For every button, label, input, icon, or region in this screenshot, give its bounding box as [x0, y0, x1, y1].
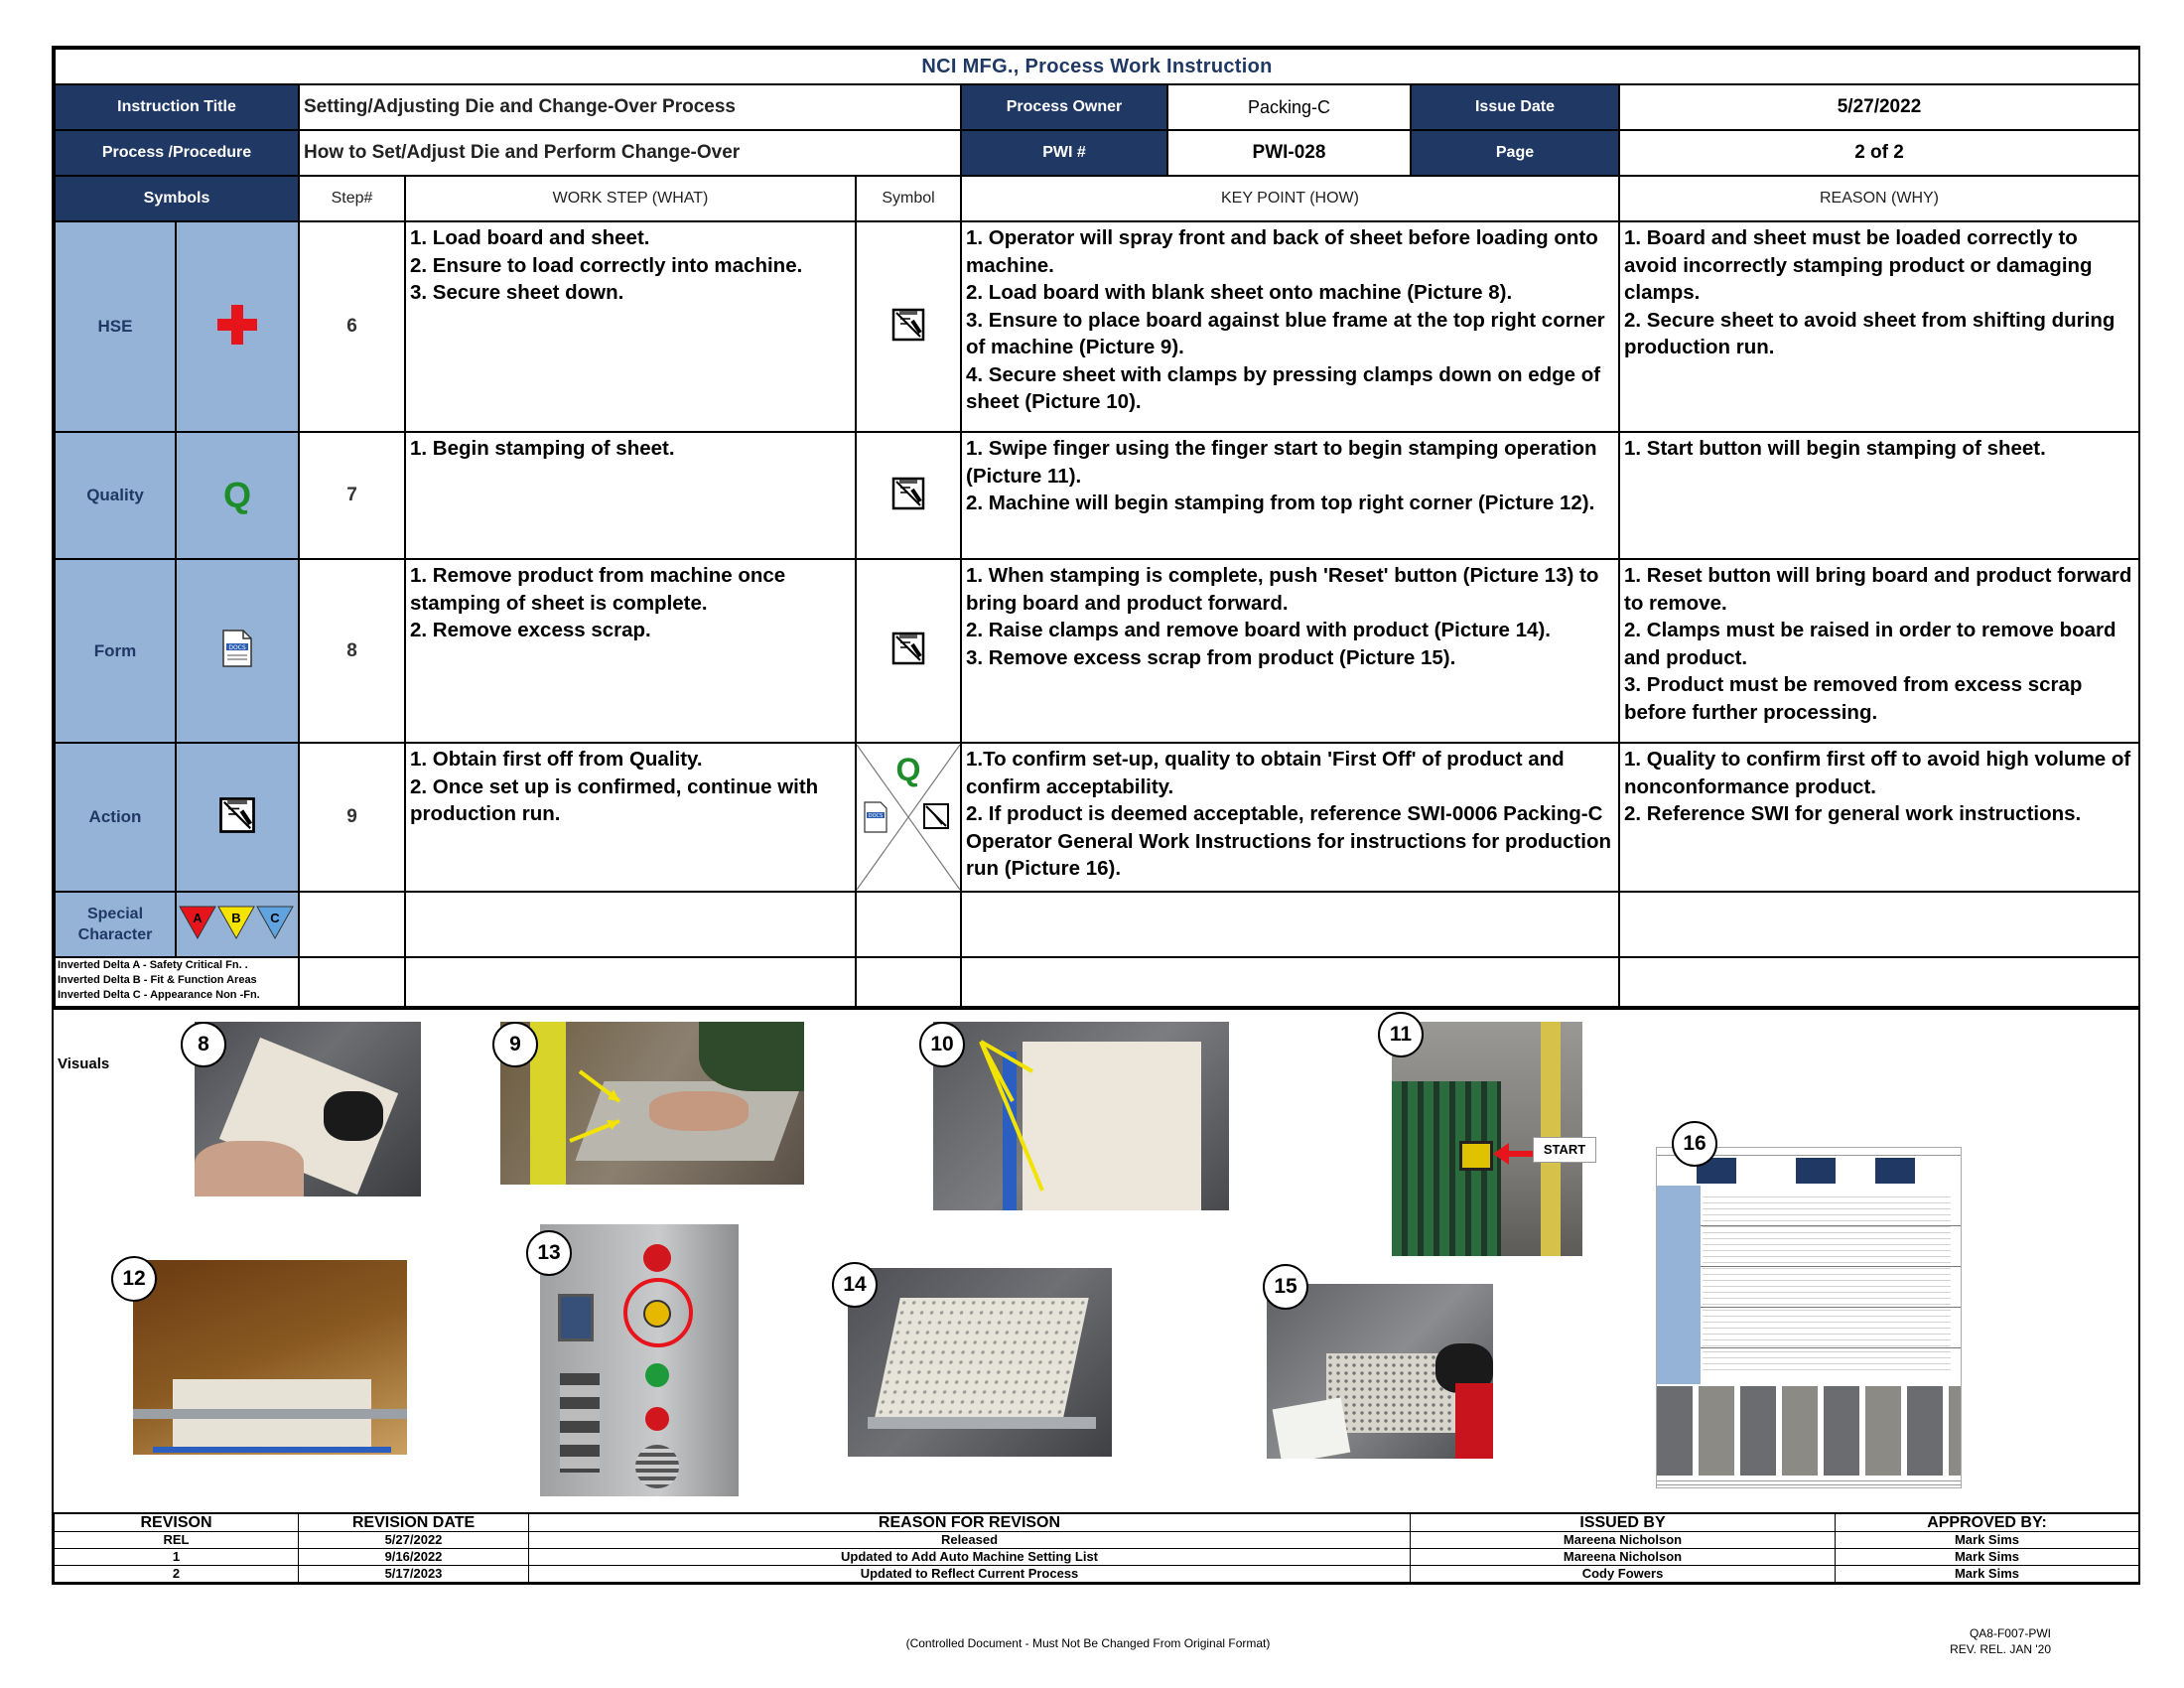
category-action: Action [54, 742, 177, 893]
instruction-title-label: Instruction Title [54, 83, 300, 131]
action-icon [855, 220, 962, 433]
action-icon [855, 431, 962, 560]
svg-text:DOCS: DOCS [869, 813, 883, 819]
symbols-column-header: Symbols [54, 175, 300, 222]
visuals-label: Visuals [58, 1055, 110, 1072]
pwi-number: PWI-028 [1166, 129, 1412, 177]
red-cross-icon [175, 220, 300, 433]
issue-date: 5/27/2022 [1618, 83, 2140, 131]
picture-number-8: 8 [181, 1022, 226, 1067]
step-number: 9 [298, 742, 406, 893]
picture-number-10: 10 [919, 1022, 965, 1067]
reason-why: 1. Start button will begin stamping of s… [1618, 431, 2140, 560]
delta-legend-row: Inverted Delta A - Safety Critical Fn. .… [54, 956, 2140, 1008]
form-document-icon: DOCS [175, 558, 300, 744]
document-title: NCI MFG., Process Work Instruction [54, 48, 2140, 85]
revision-header-row: REVISON REVISION DATE REASON FOR REVISON… [54, 1512, 2139, 1532]
category-quality: Quality [54, 431, 177, 560]
delta-legend: Inverted Delta A - Safety Critical Fn. .… [54, 956, 300, 1008]
svg-text:B: B [231, 911, 240, 925]
controlled-document-note: (Controlled Document - Must Not Be Chang… [905, 1636, 1271, 1650]
svg-text:DOCS: DOCS [228, 644, 246, 651]
reason-why: 1. Board and sheet must be loaded correc… [1618, 220, 2140, 433]
pwi-label: PWI # [960, 129, 1168, 177]
category-form: Form [54, 558, 177, 744]
page-number: 2 of 2 [1618, 129, 2140, 177]
page-label: Page [1410, 129, 1620, 177]
process-owner: Packing-C [1166, 83, 1412, 131]
picture-13-photo [540, 1224, 739, 1496]
key-point-column-header: KEY POINT (HOW) [960, 175, 1620, 222]
revision-row: 1 9/16/2022 Updated to Add Auto Machine … [54, 1547, 2139, 1566]
picture-16-swi-thumbnail [1656, 1147, 1962, 1488]
issue-date-label: Issue Date [1410, 83, 1620, 131]
inverted-delta-icons: A B C [175, 891, 300, 958]
picture-9-photo [500, 1022, 804, 1185]
work-instruction-sheet: NCI MFG., Process Work Instruction Instr… [52, 46, 2140, 1585]
reason-column-header: REASON (WHY) [1618, 175, 2140, 222]
picture-number-9: 9 [492, 1022, 538, 1067]
special-character-row: Special Character A B C [54, 891, 2140, 958]
step-number: 8 [298, 558, 406, 744]
picture-14-photo [848, 1268, 1112, 1457]
step-column-header: Step# [298, 175, 406, 222]
category-hse: HSE [54, 220, 177, 433]
picture-15-photo [1267, 1284, 1493, 1459]
picture-number-11: 11 [1378, 1012, 1424, 1057]
picture-8-photo [195, 1022, 421, 1196]
key-point-how: 1.To confirm set-up, quality to obtain '… [960, 742, 1620, 893]
quality-q-icon: Q [175, 431, 300, 560]
step-number: 7 [298, 431, 406, 560]
special-character-label: Special Character [54, 891, 177, 958]
instruction-table: NCI MFG., Process Work Instruction Instr… [54, 48, 2140, 1008]
picture-number-12: 12 [111, 1256, 157, 1302]
picture-number-14: 14 [832, 1262, 878, 1308]
work-step-what: 1. Remove product from machine once stam… [404, 558, 857, 744]
symbol-column-header: Symbol [855, 175, 962, 222]
process-label: Process /Procedure [54, 129, 300, 177]
revision-table: REVISON REVISION DATE REASON FOR REVISON… [54, 1512, 2139, 1583]
step-row-9: Action 9 1. Obtain first off from Qualit… [54, 742, 2140, 893]
work-step-what: 1. Obtain first off from Quality. 2. Onc… [404, 742, 857, 893]
picture-number-16: 16 [1672, 1121, 1717, 1167]
process-procedure: How to Set/Adjust Die and Perform Change… [298, 129, 962, 177]
step-row-6: HSE 6 1. Load board and sheet. 2. Ensure… [54, 220, 2140, 433]
work-step-what: 1. Load board and sheet. 2. Ensure to lo… [404, 220, 857, 433]
action-icon [855, 558, 962, 744]
step-row-8: Form DOCS 8 1. Remove product from machi… [54, 558, 2140, 744]
picture-number-15: 15 [1263, 1264, 1308, 1310]
revision-row: REL 5/27/2022 Released Mareena Nicholson… [54, 1530, 2139, 1549]
visuals-section: Visuals 8 9 10 [54, 1008, 2138, 1512]
svg-text:C: C [270, 911, 280, 925]
start-callout: START [1533, 1137, 1596, 1163]
process-owner-label: Process Owner [960, 83, 1168, 131]
step-row-7: Quality Q 7 1. Begin stamping of sheet. … [54, 431, 2140, 560]
step-number: 6 [298, 220, 406, 433]
work-step-column-header: WORK STEP (WHAT) [404, 175, 857, 222]
form-revision-footer: QA8-F007-PWI REV. REL. JAN '20 [1950, 1626, 2051, 1656]
picture-12-photo [133, 1260, 407, 1455]
action-icon [175, 742, 300, 893]
reason-why: 1. Reset button will bring board and pro… [1618, 558, 2140, 744]
svg-text:Q: Q [896, 752, 921, 787]
svg-text:A: A [193, 911, 203, 925]
picture-10-photo [933, 1022, 1229, 1210]
key-point-how: 1. Swipe finger using the finger start t… [960, 431, 1620, 560]
key-point-how: 1. Operator will spray front and back of… [960, 220, 1620, 433]
key-point-how: 1. When stamping is complete, push 'Rese… [960, 558, 1620, 744]
reason-why: 1. Quality to confirm first off to avoid… [1618, 742, 2140, 893]
picture-number-13: 13 [526, 1230, 572, 1276]
instruction-title: Setting/Adjusting Die and Change-Over Pr… [298, 83, 962, 131]
work-step-what: 1. Begin stamping of sheet. [404, 431, 857, 560]
combined-q-form-action-icon: Q DOCS [855, 742, 962, 893]
revision-row: 2 5/17/2023 Updated to Reflect Current P… [54, 1564, 2139, 1583]
